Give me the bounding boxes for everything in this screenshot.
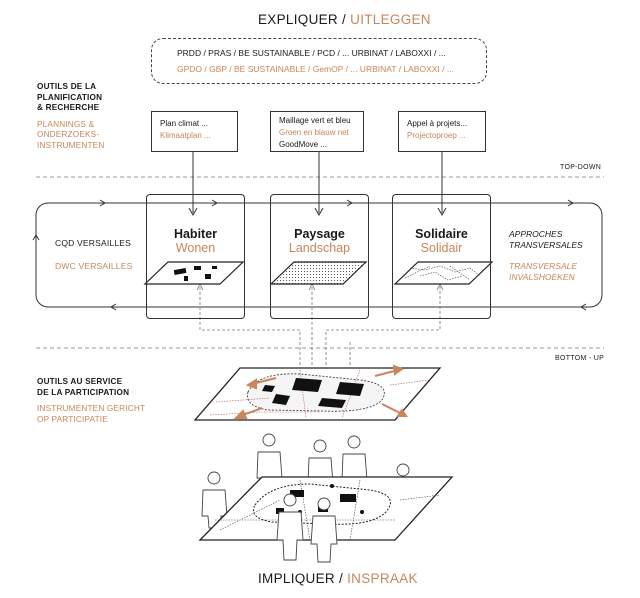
approaches-fr-2: TRANSVERSALES	[509, 240, 583, 250]
footer-nl: INSPRAAK	[347, 571, 418, 586]
tool2-fr: Maillage vert et bleu	[279, 116, 351, 125]
side-top-nl-2: ONDERZOEKS-	[37, 130, 100, 139]
side-bottom-nl-2: OP PARTICIPATIE	[37, 414, 108, 424]
pillar-paysage: Paysage Landschap	[270, 194, 369, 319]
tool1-fr: Plan climat ...	[160, 119, 209, 128]
side-bottom-fr-1: OUTILS AU SERVICE	[37, 377, 123, 386]
loop-arrow-3	[346, 199, 353, 207]
participation-tools-label: OUTILS AU SERVICE DE LA PARTICIPATION IN…	[37, 377, 145, 425]
header-sep: /	[337, 12, 351, 27]
tool2-extra: GoodMove ...	[279, 140, 328, 149]
top-down-label: TOP-DOWN	[560, 164, 602, 171]
loop-arrow-1	[99, 199, 106, 207]
loop-arrow-2	[211, 199, 218, 207]
pillar-solidaire: Solidaire Solidair	[392, 194, 491, 319]
policy-tools-fr: PRDD / PRAS / BE SUSTAINABLE / PCD / ...…	[177, 48, 446, 58]
approaches-label: APPROCHES TRANSVERSALES TRANSVERSALE INV…	[509, 229, 583, 283]
side-top-fr-1: OUTILS DE LA	[37, 82, 97, 91]
side-top-fr-3: & RECHERCHE	[37, 103, 100, 112]
pillar-paysage-nl: Landschap	[288, 241, 351, 255]
bottom-up-label: BOTTOM - UP	[555, 355, 605, 362]
footer-fr: IMPLIQUER	[258, 571, 335, 586]
tool2-arrow-head	[314, 207, 324, 217]
approaches-nl-1: TRANSVERSALE	[509, 261, 578, 271]
loop-arrow-6	[580, 303, 587, 311]
pillar-habiter: Habiter Wonen	[146, 194, 245, 319]
cqd-nl: DWC VERSAILLES	[55, 261, 133, 271]
header-title: EXPLIQUER / UITLEGGEN	[258, 12, 431, 27]
cqd-fr: CQD VERSAILLES	[55, 238, 132, 248]
planning-tools-label: OUTILS DE LA PLANIFICATION & RECHERCHE P…	[37, 82, 104, 151]
loop-arrow-7	[32, 234, 40, 241]
tool3-fr: Appel à projets...	[407, 119, 468, 128]
tool-project-call: Appel à projets... Projectoproep ...	[398, 111, 486, 152]
footer-title: IMPLIQUER / INSPRAAK	[258, 571, 418, 586]
pillar-solidaire-fr: Solidaire	[415, 227, 468, 241]
foreground-people	[276, 493, 338, 563]
footer-sep: /	[334, 571, 348, 586]
policy-tools-box	[151, 38, 487, 84]
tool2-nl: Groen en blauw net	[279, 128, 349, 137]
tool-climate-plan: Plan climat ... Klimaatplan ...	[151, 111, 238, 152]
tool3-arrow-head	[437, 207, 447, 217]
tool1-nl: Klimaatplan ...	[160, 131, 211, 140]
pillar-habiter-fr: Habiter	[173, 227, 218, 241]
approaches-nl-2: INVALSHOEKEN	[509, 272, 575, 282]
side-bottom-nl-1: INSTRUMENTEN GERICHT	[37, 404, 146, 413]
side-bottom-fr-2: DE LA PARTICIPATION	[37, 387, 130, 397]
pillar-habiter-nl: Wonen	[175, 241, 216, 255]
loop-arrow-5	[110, 303, 117, 311]
side-top-fr-2: PLANIFICATION	[37, 92, 103, 102]
pillar-paysage-fr: Paysage	[294, 227, 345, 241]
tool1-arrow-head	[188, 207, 198, 217]
side-top-nl-3: INSTRUMENTEN	[37, 140, 105, 150]
header-nl: UITLEGGEN	[350, 12, 431, 27]
loop-arrow-4	[567, 199, 574, 207]
side-top-nl-1: PLANNINGS &	[37, 119, 95, 129]
header-fr: EXPLIQUER	[258, 12, 338, 27]
approaches-fr-1: APPROCHES	[509, 229, 563, 239]
tool3-nl: Projectoproep ...	[407, 131, 466, 140]
habiter-plate	[143, 261, 245, 285]
tool-green-blue-network: Maillage vert et bleu Groen en blauw net…	[270, 111, 364, 152]
pillar-solidaire-nl: Solidair	[420, 241, 463, 255]
policy-tools-nl: GPDO / GBP / BE SUSTAINABLE / GemOP / ..…	[177, 64, 454, 74]
paysage-plate	[269, 261, 368, 285]
